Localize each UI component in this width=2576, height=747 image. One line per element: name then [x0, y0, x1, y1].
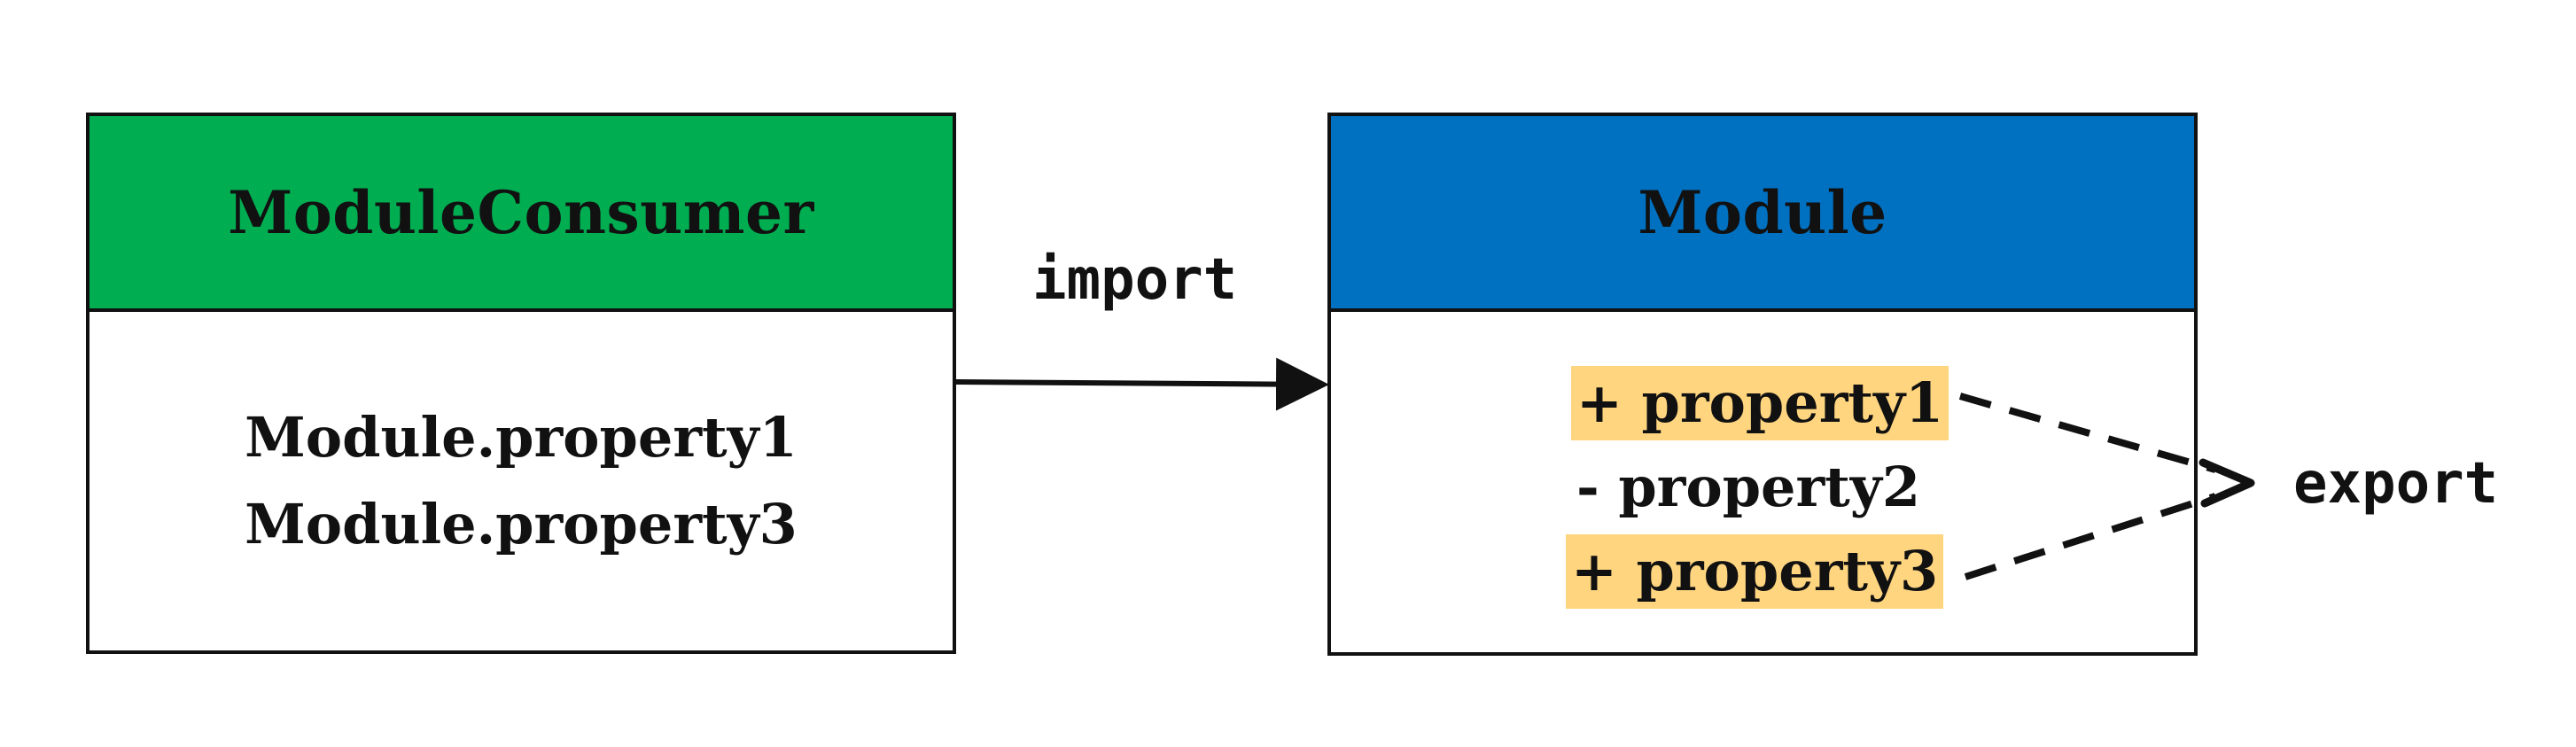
module-property: + property1 — [1571, 366, 1950, 440]
module-consumer-box: ModuleConsumer Module.property1 Module.p… — [86, 113, 956, 654]
consumer-usage-line: Module.property1 — [245, 405, 798, 470]
module-property: - property2 — [1576, 455, 1920, 519]
import-label: import — [1032, 247, 1238, 313]
import-arrow — [955, 357, 1329, 411]
module-title: Module — [1638, 177, 1887, 247]
module-consumer-title: ModuleConsumer — [228, 177, 814, 247]
export-arrowhead — [2199, 458, 2255, 508]
module-property: + property3 — [1566, 534, 1944, 609]
module-consumer-body: Module.property1 Module.property3 — [89, 312, 953, 650]
module-consumer-header: ModuleConsumer — [89, 116, 953, 312]
module-header: Module — [1331, 116, 2194, 312]
export-label: export — [2293, 451, 2499, 517]
consumer-usage-line: Module.property3 — [245, 492, 798, 556]
export-dashed-line-1 — [1958, 393, 2217, 473]
export-dashed-line-2 — [1964, 493, 2217, 580]
